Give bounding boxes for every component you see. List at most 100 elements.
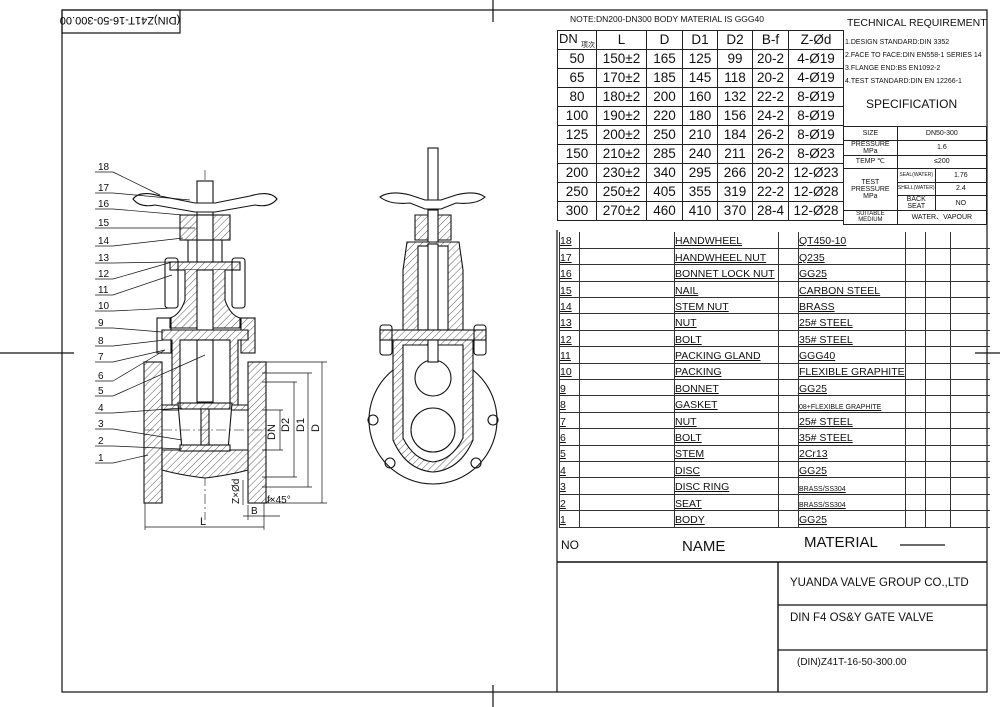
pressure-value: 1.6 xyxy=(896,139,988,156)
dim-cell: 26-2 xyxy=(752,125,789,145)
empty-cell xyxy=(579,510,675,528)
company-name: YUANDA VALVE GROUP CO.,LTD xyxy=(790,577,969,589)
empty-cell xyxy=(778,363,799,381)
part-no: 14 xyxy=(559,297,580,315)
dim-cell: 300 xyxy=(557,201,597,221)
part-no: 9 xyxy=(559,379,580,397)
dim-cell: 250±2 xyxy=(596,182,647,202)
dim-cell: 180 xyxy=(682,106,718,126)
empty-cell xyxy=(579,297,675,315)
dim-cell: 12-Ø28 xyxy=(788,201,844,221)
balloon-label: 5 xyxy=(98,386,104,397)
empty-cell xyxy=(949,330,991,348)
dim-cell: 405 xyxy=(646,182,683,202)
empty-cell xyxy=(778,232,799,249)
dim-cell: 125 xyxy=(557,125,597,145)
dim-cell: 165 xyxy=(646,49,683,69)
part-material: Q235 xyxy=(798,248,906,266)
empty-cell xyxy=(778,395,799,413)
dim-cell: 8-Ø19 xyxy=(788,106,844,126)
dim-f-label: f×45° xyxy=(267,495,291,506)
leader-line xyxy=(112,327,163,333)
empty-cell xyxy=(904,412,926,430)
empty-cell xyxy=(904,461,926,479)
empty-cell xyxy=(924,313,951,331)
part-no: 11 xyxy=(559,346,580,364)
empty-cell xyxy=(924,428,951,446)
part-material: GG25 xyxy=(798,461,906,479)
empty-cell xyxy=(949,379,991,397)
part-no: 12 xyxy=(559,330,580,348)
dim-cell: 184 xyxy=(717,125,753,145)
part-no: 17 xyxy=(559,248,580,266)
empty-cell xyxy=(778,248,799,266)
dim-cell: 270±2 xyxy=(596,201,647,221)
part-name: PACKING GLAND xyxy=(674,346,779,364)
specification-title: SPECIFICATION xyxy=(866,97,958,111)
part-material: 2Cr13 xyxy=(798,445,906,462)
part-no: 2 xyxy=(559,494,580,512)
seal-label: SEAL(WATER) xyxy=(896,168,936,183)
balloon-label: 6 xyxy=(98,371,104,382)
empty-cell xyxy=(924,232,951,249)
empty-cell xyxy=(579,313,675,331)
dim-cell: 26-2 xyxy=(752,144,789,164)
part-name: DISC xyxy=(674,461,779,479)
part-no: 8 xyxy=(559,395,580,413)
empty-cell xyxy=(949,346,991,364)
leader-line xyxy=(112,454,149,464)
empty-cell xyxy=(904,281,926,299)
empty-cell xyxy=(579,248,675,266)
dim-cell: 250 xyxy=(646,125,683,145)
empty-cell xyxy=(904,363,926,381)
empty-cell xyxy=(778,494,799,512)
part-material: BRASS xyxy=(798,297,906,315)
dim-cell: 4-Ø19 xyxy=(788,49,844,69)
empty-cell xyxy=(904,297,926,315)
empty-cell xyxy=(949,248,991,266)
leader-line xyxy=(112,407,183,414)
dim-cell: 355 xyxy=(682,182,718,202)
dim-cell: 100 xyxy=(557,106,597,126)
empty-cell xyxy=(949,395,991,413)
dim-cell: 250 xyxy=(557,182,597,202)
dim-cell: 125 xyxy=(682,49,718,69)
dim-cell: 170±2 xyxy=(596,68,647,88)
part-name: BONNET LOCK NUT xyxy=(674,264,779,282)
dim-cell: 200 xyxy=(557,163,597,183)
empty-cell xyxy=(924,445,951,462)
empty-cell xyxy=(949,428,991,446)
dim-cell: 410 xyxy=(682,201,718,221)
balloon-label: 3 xyxy=(98,419,104,430)
empty-cell xyxy=(949,297,991,315)
leader-line xyxy=(112,171,161,196)
part-name: DISC RING xyxy=(674,477,779,495)
empty-cell xyxy=(778,281,799,299)
dim-cell: 65 xyxy=(557,68,597,88)
dim-cell: 118 xyxy=(717,68,753,88)
dim-dn-label: DN xyxy=(266,424,278,440)
balloon-label: 13 xyxy=(98,253,110,264)
dim-cell: 340 xyxy=(646,163,683,183)
empty-cell xyxy=(924,264,951,282)
empty-cell xyxy=(949,412,991,430)
dim-cell: 24-2 xyxy=(752,106,789,126)
side-view xyxy=(367,147,499,485)
dim-cell: 185 xyxy=(646,68,683,88)
drawing-number: (DIN)Z41T-16-50-300.00 xyxy=(797,657,907,668)
empty-cell xyxy=(579,445,675,462)
empty-cell xyxy=(904,379,926,397)
dim-header-5: B-f xyxy=(752,30,789,50)
